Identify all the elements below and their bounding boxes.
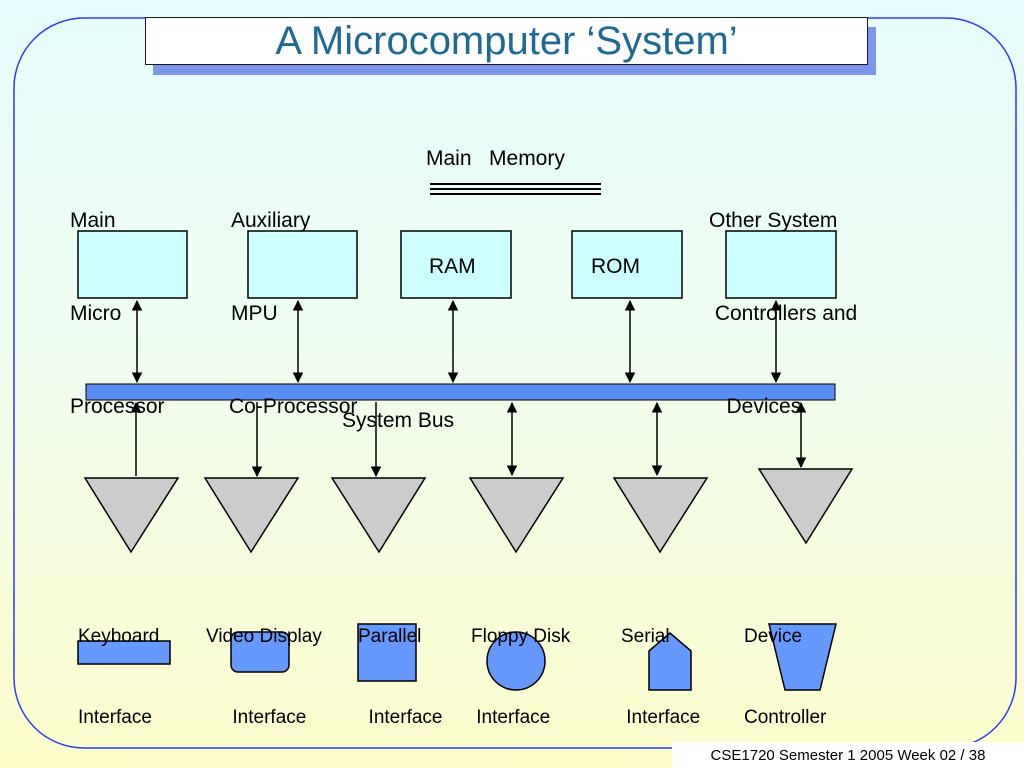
parallel-interface-label: Parallel Interface (358, 569, 443, 758)
interface-label-line: Serial (621, 626, 670, 647)
auxiliary-processor-label-line: MPU (231, 302, 278, 325)
slide-title-text: A Microcomputer ‘System’ (275, 18, 738, 63)
other-system-label-line: Controllers and (709, 302, 858, 325)
interface-label-line: Controller (744, 707, 827, 728)
device-controller-label: Device Controller (744, 569, 826, 758)
auxiliary-processor-label-line: Auxiliary (231, 209, 311, 232)
parallel-interface-triangle (330, 477, 427, 554)
serial-interface-triangle (612, 477, 709, 554)
video-display-interface-triangle (203, 477, 300, 554)
interface-label-line: Video Display (206, 626, 322, 647)
floppy-disk-interface-label: Floppy Disk Interface (471, 569, 570, 758)
interface-label-line: Interface (358, 707, 443, 728)
keyboard-interface-triangle (83, 477, 180, 554)
interface-label-line: Parallel (358, 626, 422, 647)
serial-shape (648, 632, 692, 691)
ram-label: RAM (429, 255, 476, 278)
main-processor-label: Main Micro Processor (70, 143, 165, 453)
slide-footer: CSE1720 Semester 1 2005 Week 02 / 38 (672, 742, 1024, 768)
interface-label-line: Keyboard (78, 626, 160, 647)
auxiliary-processor-label: Auxiliary MPU Co-Processor (229, 143, 357, 453)
lower-bus-arrows (130, 401, 807, 478)
interface-triangles (83, 468, 854, 554)
auxiliary-processor-label-line: Co-Processor (229, 395, 358, 418)
main-processor-label-line: Processor (70, 395, 165, 418)
main-processor-label-line: Main (70, 209, 116, 232)
slide-title: A Microcomputer ‘System’ (145, 17, 868, 65)
floppy-disk-shape (486, 631, 546, 691)
ram-box (400, 230, 512, 299)
other-system-box (725, 230, 837, 299)
main-memory-label: Main Memory (426, 147, 565, 170)
parallel-shape (357, 623, 417, 682)
main-processor-box (77, 230, 188, 299)
interface-label-line: Device (744, 626, 803, 647)
main-processor-label-line: Micro (70, 302, 122, 325)
other-system-label: Other System Controllers and Devices (709, 143, 857, 453)
rom-label: ROM (591, 255, 640, 278)
device-shapes (77, 623, 837, 691)
rom-box (571, 230, 683, 299)
other-system-label-line: Devices (709, 395, 802, 418)
interface-label-line: Floppy Disk (471, 626, 571, 647)
floppy-disk-interface-triangle (468, 477, 565, 554)
video-display-shape (230, 631, 290, 673)
video-display-interface-label: Video Display Interface (206, 569, 322, 758)
auxiliary-processor-box (247, 230, 358, 299)
serial-interface-label: Serial Interface (621, 569, 700, 758)
upper-bus-arrows (131, 299, 782, 384)
other-system-label-line: Other System (709, 209, 838, 232)
main-memory-underline (430, 183, 601, 195)
device-controller-shape (768, 623, 837, 691)
interface-label-line: Interface (78, 707, 152, 728)
system-bus (85, 383, 836, 401)
keyboard-shape (77, 640, 171, 665)
interface-label-line: Interface (206, 707, 307, 728)
interface-label-line: Interface (621, 707, 701, 728)
system-bus-label: System Bus (342, 409, 455, 432)
keyboard-interface-label: Keyboard Interface (78, 569, 159, 758)
device-controller-triangle (757, 468, 854, 545)
interface-label-line: Interface (471, 707, 551, 728)
